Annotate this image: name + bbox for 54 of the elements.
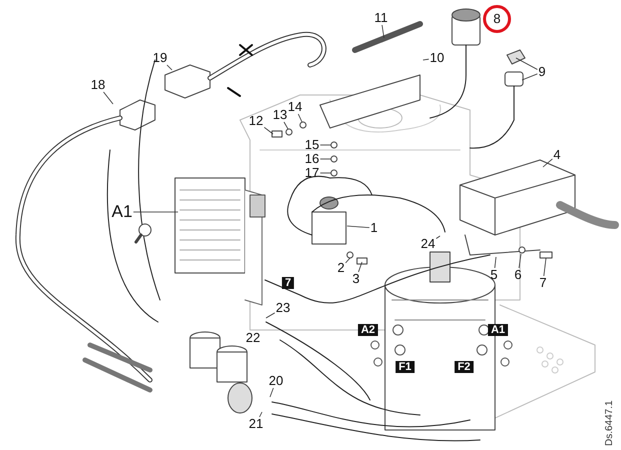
highlighted-callout-number: 8 [483, 5, 511, 33]
callout-number: 16 [304, 152, 320, 166]
callout-number: 22 [244, 331, 262, 345]
callout-number: 2 [336, 261, 346, 275]
leader-line [522, 73, 538, 80]
leader-line [270, 388, 274, 398]
callout-number: 3 [351, 272, 361, 286]
callout-number: 15 [304, 138, 320, 152]
leader-line [543, 258, 546, 276]
callout-number: 23 [274, 301, 292, 315]
callout-number: 9 [537, 65, 547, 79]
callout-number: 17 [304, 166, 320, 180]
leader-line [422, 58, 430, 60]
leader-line [320, 158, 332, 160]
leader-line [494, 256, 496, 268]
callout-number: 19 [152, 51, 168, 65]
leader-line [516, 58, 538, 70]
callout-number: 24 [420, 237, 436, 251]
callout-number: 7 [538, 276, 548, 290]
leader-line [382, 24, 384, 38]
callout-number: 12 [248, 114, 264, 128]
leader-line [264, 126, 274, 134]
callout-number: A1 [110, 203, 134, 221]
callout-number: 1 [369, 221, 379, 235]
callout-number: 20 [268, 374, 284, 388]
terminal-tag: A1 [488, 324, 508, 336]
callout-number: 18 [90, 78, 106, 92]
leader-line [436, 236, 440, 239]
drawing-number: Ds.6447.1 [604, 400, 615, 446]
leader-line [320, 172, 332, 174]
callout-number: 6 [513, 268, 523, 282]
callout-number: 21 [248, 417, 264, 431]
leader-line [259, 412, 262, 418]
callout-number: 11 [373, 11, 389, 25]
leader-line [358, 262, 362, 272]
callout-number: 14 [286, 100, 304, 114]
leader-line [103, 92, 114, 104]
leader-line [320, 144, 332, 146]
leader-line [298, 114, 302, 122]
terminal-tag: A2 [358, 324, 378, 336]
terminal-tag: F2 [454, 361, 474, 373]
leader-line [542, 158, 553, 168]
callout-number: 13 [272, 108, 288, 122]
callout-number: 5 [489, 268, 499, 282]
terminal-tag: 7 [282, 277, 294, 289]
leader-line [518, 254, 522, 268]
terminal-tag: F1 [396, 361, 414, 373]
leader-line [284, 122, 288, 130]
leader-line [346, 226, 370, 228]
leader-line [345, 258, 350, 264]
leader-line [266, 312, 276, 318]
callout-number: 10 [428, 51, 446, 65]
callout-number: 4 [552, 148, 562, 162]
leader-line [166, 64, 172, 70]
